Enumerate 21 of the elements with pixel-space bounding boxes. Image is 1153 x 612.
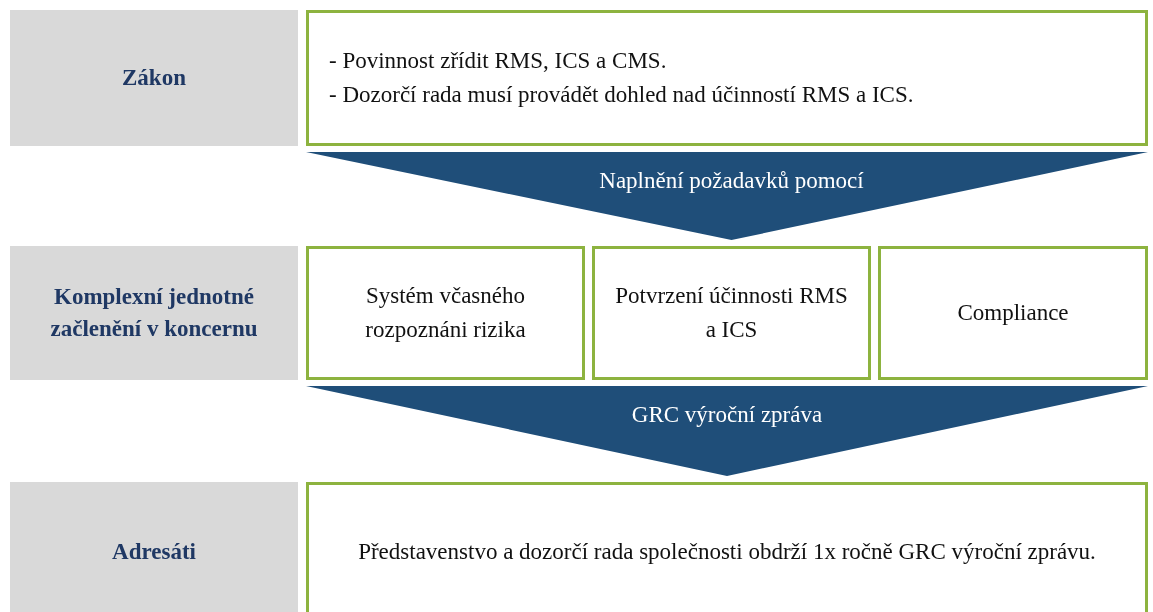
row-label: Adresáti: [112, 537, 196, 566]
chevron-arrow: [306, 152, 1148, 240]
row-label-panel: [10, 482, 298, 612]
box-text: - Dozorčí rada musí provádět dohled nad účinností RMS a ICS.: [329, 81, 914, 109]
row-label: Komplexní jednotné začlenění v koncernu: [49, 282, 259, 343]
row-label-panel: [10, 246, 298, 380]
content-box: [878, 246, 1148, 380]
edge-label: Naplnění požadavků pomocí: [599, 168, 864, 194]
box-text: Potvrzení účinnosti RMS a ICS: [615, 281, 848, 344]
content-box: [306, 10, 1148, 146]
box-text: Compliance: [957, 298, 1069, 327]
box-text: Představenstvo a dozorčí rada společnosti obdrží 1x ročně GRC výroční zprávu.: [358, 537, 1096, 566]
content-box: [592, 246, 871, 380]
chevron-arrow: [306, 386, 1148, 476]
row-label: Zákon: [122, 63, 186, 92]
row-label-panel: [10, 10, 298, 146]
box-text: Systém včasného rozpoznáni rizika: [364, 281, 527, 344]
edge-label: GRC výroční zpráva: [631, 402, 823, 428]
box-text: - Povinnost zřídit RMS, ICS a CMS.: [329, 46, 667, 75]
content-box: [306, 246, 585, 380]
content-box: [306, 482, 1148, 612]
